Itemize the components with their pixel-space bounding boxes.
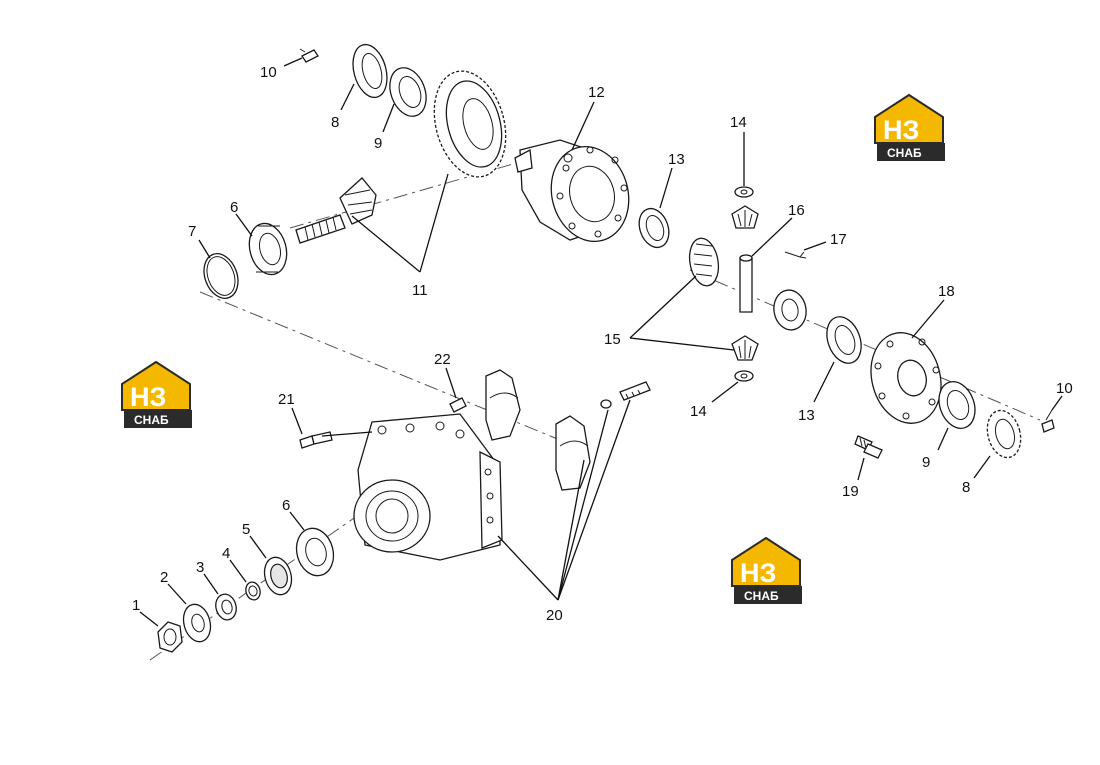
bearing-part-9-top: [389, 67, 427, 117]
logo-word: СНАБ: [134, 413, 169, 427]
cross-shaft-part-16: [739, 254, 753, 313]
logo-letters: НЗ: [883, 115, 919, 145]
callout-8: 8: [962, 479, 970, 496]
brand-logo: НЗ СНАБ: [874, 93, 945, 161]
callout-19: 19: [842, 483, 859, 500]
adjusting-ring-part-8-top: [352, 43, 388, 99]
brand-logo: НЗ СНАБ: [121, 360, 192, 428]
callout-5: 5: [242, 521, 250, 538]
callout-13: 13: [668, 151, 685, 168]
bearing-cap-part-20-upper: [485, 369, 521, 441]
washer-part-14-bottom: [734, 370, 754, 382]
adjusting-ring-part-8-right: [986, 409, 1022, 459]
callout-labels: 10 8 9 6 7 11 12 13 14 16 17 18 15 14 13…: [132, 64, 1073, 624]
logo-word: СНАБ: [744, 589, 779, 603]
callout-1: 1: [132, 597, 140, 614]
callout-10: 10: [260, 64, 277, 81]
callout-14: 14: [730, 114, 747, 131]
callout-18: 18: [938, 283, 955, 300]
leader-lines: [139, 57, 1063, 627]
ring-part-4: [245, 581, 261, 601]
callout-22: 22: [434, 351, 451, 368]
logo-word: СНАБ: [887, 146, 922, 160]
pinion-nut-part-1: [157, 621, 183, 653]
shim-part-7: [203, 253, 239, 299]
pin-part-22: [449, 397, 467, 413]
callout-6: 6: [282, 497, 290, 514]
ring-gear-part-11: [433, 70, 507, 178]
callout-9: 9: [922, 454, 930, 471]
logo-letters: НЗ: [130, 382, 166, 412]
callout-12: 12: [588, 84, 605, 101]
bolt-part-20-b: [619, 381, 651, 401]
callout-16: 16: [788, 202, 805, 219]
washer-part-2: [182, 603, 212, 643]
callout-2: 2: [160, 569, 168, 586]
spacer-part-3: [215, 593, 237, 621]
logo-letters: НЗ: [740, 558, 776, 588]
screw-part-10-right: [1041, 409, 1055, 433]
callout-10: 10: [1056, 380, 1073, 397]
seal-part-5: [263, 556, 293, 596]
bearing-part-6-bottom: [295, 527, 335, 577]
bearing-part-9-right: [938, 381, 976, 429]
brand-logo: НЗ СНАБ: [731, 536, 802, 604]
callout-3: 3: [196, 559, 204, 576]
callout-11: 11: [412, 282, 428, 299]
differential-case-part-12: [514, 139, 630, 243]
washer-part-14-top: [734, 186, 754, 198]
pinion-gear-part-15-top: [731, 205, 759, 229]
callout-7: 7: [188, 223, 196, 240]
case-half-part-18: [870, 332, 942, 424]
thrust-washer-part-13-top: [638, 207, 670, 249]
pinion-gear-part-15-bottom: [731, 335, 759, 361]
callout-6: 6: [230, 199, 238, 216]
side-gear-part-15-left: [688, 237, 720, 287]
side-gear-part-15-right: [773, 289, 807, 331]
callout-15: 15: [604, 331, 621, 348]
bolt-part-19: [854, 435, 883, 459]
callout-13: 13: [798, 407, 815, 424]
thrust-washer-part-13-right: [826, 316, 862, 364]
screw-part-10-top: [299, 48, 319, 63]
callout-20: 20: [546, 607, 563, 624]
axle-housing-part-20: [353, 413, 503, 561]
callout-9: 9: [374, 135, 382, 152]
callout-4: 4: [222, 545, 230, 562]
bolt-part-20-a: [600, 399, 612, 409]
callout-14: 14: [690, 403, 707, 420]
callout-21: 21: [278, 391, 295, 408]
pinion-shaft-part-11: [295, 177, 377, 244]
bearing-part-6-top: [248, 222, 288, 276]
lock-pin-part-17: [784, 251, 807, 259]
callout-17: 17: [830, 231, 847, 248]
callout-8: 8: [331, 114, 339, 131]
